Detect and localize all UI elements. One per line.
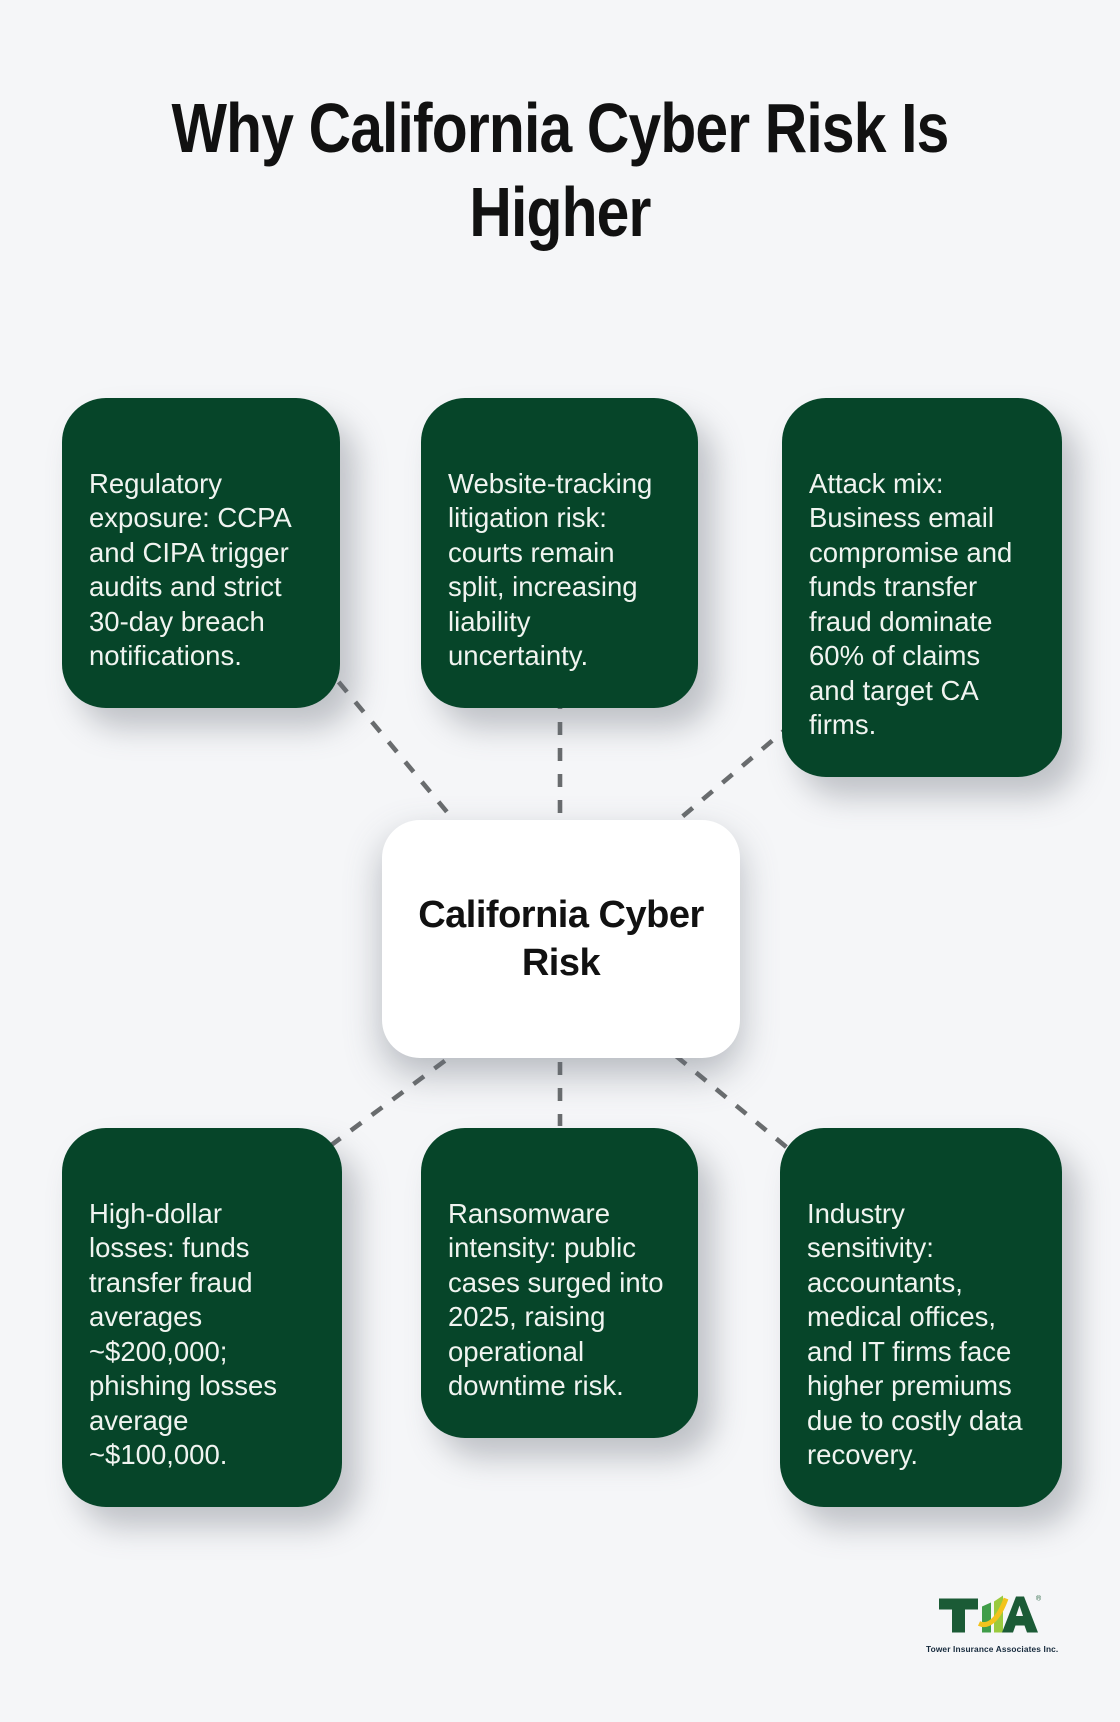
registered-trademark-icon: ® bbox=[1036, 1595, 1042, 1603]
brand-caption: Tower Insurance Associates Inc. bbox=[926, 1644, 1059, 1654]
central-node-label: California Cyber Risk bbox=[418, 894, 704, 984]
factor-card-text: High-dollar losses: funds transfer fraud… bbox=[89, 1197, 278, 1471]
factor-card-attack-mix: Attack mix: Business email compromise an… bbox=[782, 398, 1062, 777]
page-title: Why California Cyber Risk Is Higher bbox=[171, 89, 949, 251]
tia-logo-icon: ® bbox=[939, 1595, 1042, 1633]
logo-letter-t bbox=[939, 1598, 978, 1633]
dashed-connector-top-left bbox=[320, 660, 454, 820]
factor-card-high-dollar-losses: High-dollar losses: funds transfer fraud… bbox=[62, 1128, 342, 1507]
factor-card-text: Regulatory exposure: CCPA and CIPA trigg… bbox=[89, 467, 292, 672]
dashed-connector-top-right bbox=[674, 722, 794, 824]
logo-tower-bar-left bbox=[982, 1602, 991, 1633]
dashed-connector-bottom-right bbox=[674, 1054, 792, 1152]
factor-card-text: Industry sensitivity: accountants, medic… bbox=[807, 1197, 1023, 1471]
logo-letter-a-counter bbox=[1016, 1605, 1023, 1616]
factor-card-text: Attack mix: Business email compromise an… bbox=[809, 467, 1013, 741]
factor-card-industry-sensitivity: Industry sensitivity: accountants, medic… bbox=[780, 1128, 1062, 1507]
logo-swoosh bbox=[977, 1597, 1009, 1627]
factor-card-ransomware-intensity: Ransomware intensity: public cases surge… bbox=[421, 1128, 698, 1438]
central-node: California Cyber Risk bbox=[382, 820, 740, 1058]
factor-card-text: Website-tracking litigation risk: courts… bbox=[448, 467, 653, 672]
factor-card-text: Ransomware intensity: public cases surge… bbox=[448, 1197, 664, 1402]
factor-card-regulatory-exposure: Regulatory exposure: CCPA and CIPA trigg… bbox=[62, 398, 340, 708]
factor-card-website-tracking: Website-tracking litigation risk: courts… bbox=[421, 398, 698, 708]
brand-logo: TIA ® Tower Insurance Associates Inc. bbox=[926, 1592, 1059, 1655]
dashed-connector-bottom-left bbox=[328, 1058, 448, 1148]
